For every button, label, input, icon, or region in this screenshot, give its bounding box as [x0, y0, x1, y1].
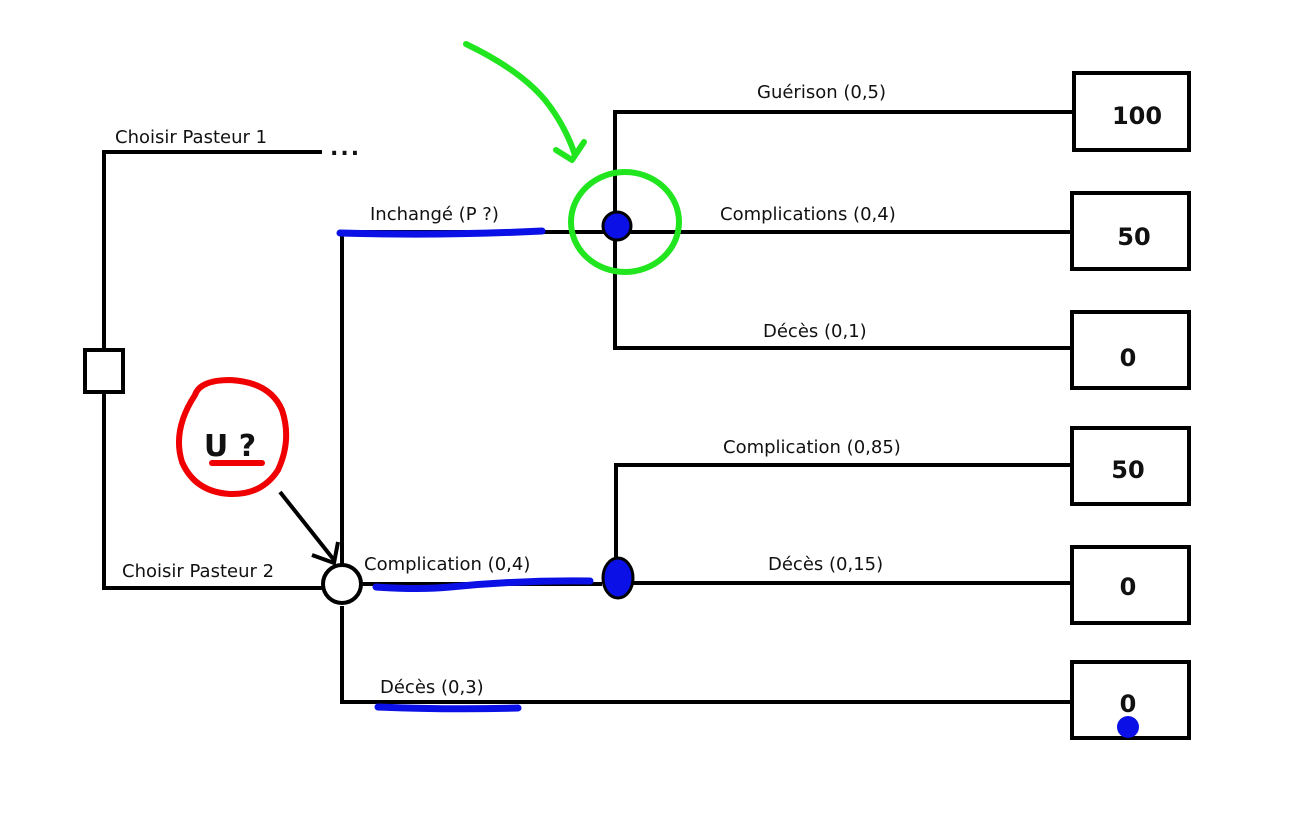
arrow-head-to-chance2: [311, 541, 340, 566]
value-complications-04: 50: [1117, 223, 1150, 251]
label-complication: Complication (0,4): [364, 554, 530, 575]
blue-dot-marker: [1117, 716, 1139, 738]
label-deces-01: Décès (0,1): [763, 321, 867, 342]
terminal-guerison: [1072, 71, 1191, 152]
value-guerison: 100: [1112, 102, 1162, 130]
continuation-ellipsis: ...: [330, 136, 361, 161]
terminal-complication-085: [1070, 426, 1191, 506]
terminal-deces-015: [1070, 545, 1191, 625]
chance-node-inchange[interactable]: [601, 210, 633, 242]
underline-complication: [372, 577, 594, 592]
green-arrow-shaft: [463, 41, 578, 158]
value-deces-01: 0: [1120, 344, 1137, 372]
value-complication-085: 50: [1111, 456, 1144, 484]
green-arrow-head: [553, 139, 587, 163]
underline-deces-03: [374, 703, 522, 713]
terminal-deces-01: [1070, 310, 1191, 390]
chance-node-pasteur2[interactable]: [321, 563, 363, 605]
annotation-u: U ?: [204, 429, 256, 464]
arrow-to-chance2: [278, 490, 336, 562]
value-deces-03: 0: [1120, 690, 1137, 718]
label-complication-085: Complication (0,85): [723, 437, 901, 458]
label-pasteur1: Choisir Pasteur 1: [115, 127, 267, 148]
green-highlight-circle: [568, 169, 682, 275]
red-highlight-circle: [176, 376, 290, 498]
label-guerison: Guérison (0,5): [757, 82, 886, 103]
label-complications-04: Complications (0,4): [720, 204, 896, 225]
decision-node[interactable]: [83, 348, 125, 394]
value-deces-015: 0: [1120, 573, 1137, 601]
underline-inchange: [336, 227, 546, 238]
label-deces-015: Décès (0,15): [768, 554, 883, 575]
label-deces-03: Décès (0,3): [380, 677, 484, 698]
chance-node-complication[interactable]: [601, 556, 635, 600]
terminal-complications-04: [1070, 191, 1191, 271]
label-pasteur2: Choisir Pasteur 2: [122, 561, 274, 582]
label-inchange: Inchangé (P ?): [370, 204, 499, 225]
